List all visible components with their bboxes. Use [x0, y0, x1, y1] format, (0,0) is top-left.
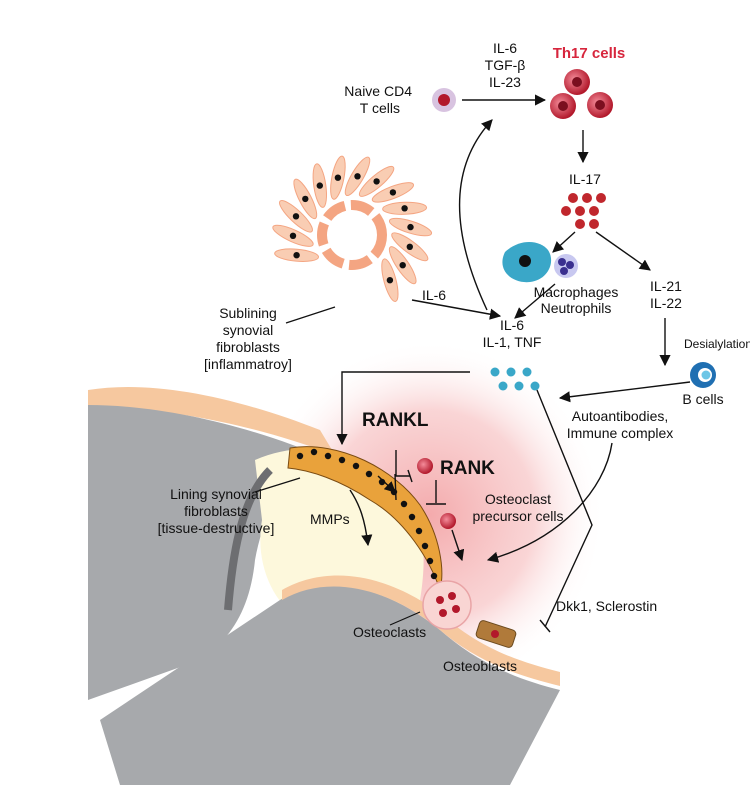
- immune-complex-label: Immune complex: [567, 425, 674, 441]
- diff-cytokine-tgfb: TGF-β: [485, 57, 526, 73]
- desialylation-label: Desialylation: [684, 337, 750, 351]
- th17-label: Th17 cells: [553, 45, 626, 62]
- rankl-label: RANKL: [362, 410, 429, 431]
- osteoclast-precursor-label-2: precursor cells: [472, 508, 563, 524]
- sublining-fibroblast-nucleus: [292, 213, 300, 220]
- pathway-arrows: [336, 94, 691, 633]
- osteoclasts-label: Osteoclasts: [353, 624, 426, 640]
- sublining-fibroblast-nucleus: [399, 262, 406, 269]
- naive-cd4-t-cell: [432, 88, 456, 112]
- sublining-label-3: fibroblasts: [216, 339, 280, 355]
- sublining-fibroblast-nucleus: [289, 232, 297, 239]
- il21-label: IL-21: [650, 278, 682, 294]
- diff-cytokine-il6: IL-6: [493, 40, 517, 56]
- lower-bone: [100, 585, 560, 785]
- il17-cytokine-dots: [561, 193, 606, 229]
- th17-cell-cluster: [550, 69, 613, 119]
- lining-label-3: [tissue-destructive]: [158, 520, 275, 536]
- il22-label: IL-22: [650, 295, 682, 311]
- diff-cytokine-il23: IL-23: [489, 74, 521, 90]
- naive-cd4-label-line1: Naive CD4: [344, 83, 412, 99]
- sublining-label-1: Sublining: [219, 305, 277, 321]
- osteoclast-precursor-label-1: Osteoclast: [485, 491, 551, 507]
- sublining-label-2: synovial: [223, 322, 274, 338]
- sublining-fibroblast-nucleus: [401, 205, 408, 212]
- cytokine-hub-il6: IL-6: [500, 317, 524, 333]
- osteoblasts-label: Osteoblasts: [443, 658, 517, 674]
- blood-vessel-ring: [317, 200, 387, 270]
- naive-cd4-label-line2: T cells: [360, 100, 400, 116]
- autoantibodies-label: Autoantibodies,: [572, 408, 669, 424]
- dkk1-sclerostin-label: Dkk1, Sclerostin: [556, 598, 657, 614]
- macrophages-label: Macrophages: [534, 284, 619, 300]
- il17-label: IL-17: [569, 171, 601, 187]
- b-cell: [690, 362, 716, 388]
- sublining-fibroblast-nucleus: [354, 173, 361, 180]
- sublining-fibroblast-nucleus: [293, 252, 300, 259]
- lining-label-1: Lining synovial: [170, 486, 262, 502]
- bone-cortex-line: [224, 467, 273, 611]
- lower-bone-surface: [282, 575, 560, 686]
- neutrophils-label: Neutrophils: [541, 300, 612, 316]
- leader-lines: [254, 306, 421, 626]
- mmps-label: MMPs: [310, 511, 350, 527]
- lining-label-2: fibroblasts: [184, 503, 248, 519]
- osteoclast-cell: [422, 580, 472, 630]
- upper-bone-surface: [88, 386, 335, 455]
- sublining-fibroblast-cluster: [272, 155, 433, 303]
- osteoblast-cell: [475, 620, 517, 648]
- sublining-fibroblast-nucleus: [406, 243, 413, 250]
- il6-fibroblast-label: IL-6: [422, 287, 446, 303]
- sublining-fibroblast-nucleus: [302, 195, 309, 203]
- sublining-fibroblast-nucleus: [373, 178, 380, 185]
- cytokine-hub-il1-tnf: IL-1, TNF: [483, 334, 542, 350]
- sublining-fibroblast-nucleus: [386, 277, 394, 284]
- sublining-fibroblast-nucleus: [334, 174, 342, 181]
- rank-label: RANK: [440, 458, 495, 479]
- b-cells-label: B cells: [682, 391, 723, 407]
- macrophage-cell: [502, 242, 552, 283]
- cytokine-hub-dots: [490, 367, 540, 391]
- sublining-label-4: [inflammatroy]: [204, 356, 292, 372]
- neutrophil-cell: [554, 254, 578, 278]
- sublining-fibroblast-nucleus: [389, 189, 397, 196]
- sublining-fibroblast-nucleus: [316, 182, 323, 189]
- sublining-fibroblast-nucleus: [407, 223, 414, 231]
- rankl-rank-cells: [417, 458, 456, 529]
- joint-anatomy: [88, 340, 605, 785]
